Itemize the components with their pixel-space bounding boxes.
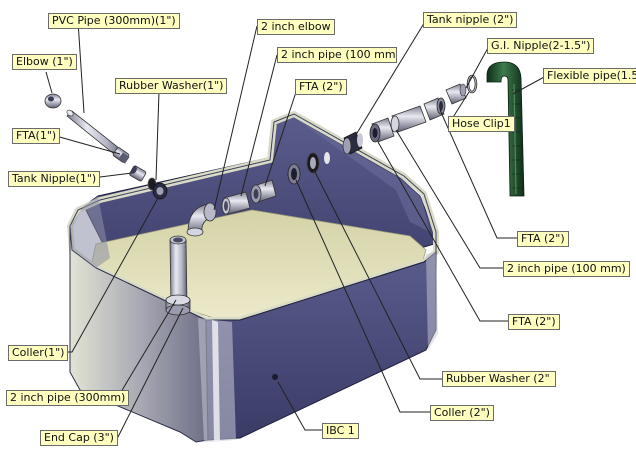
pipe-100-center-part: [221, 191, 251, 215]
one-inch-assembly: [44, 93, 168, 200]
label-pipe-100-right: 2 inch pipe (100 mm): [503, 261, 630, 277]
gi-nipple-part: [445, 83, 467, 105]
label-flexible-pipe: Flexible pipe(1.5': [543, 68, 636, 84]
label-hose-clip: Hose Clip1: [448, 116, 515, 132]
pipe-100-right-part: [390, 105, 427, 133]
label-fta-2-right: FTA (2"): [517, 231, 569, 247]
coller-1-part: [152, 182, 168, 200]
label-pipe-300: 2 inch pipe (300mm): [6, 390, 130, 406]
label-elbow-2: 2 inch elbow: [257, 19, 335, 35]
hose-clip-part: [466, 74, 478, 94]
end-cap-part: [165, 294, 191, 316]
coller-2-part: [287, 163, 301, 185]
fta-2-center-part: [250, 179, 277, 204]
label-elbow-1: Elbow (1"): [12, 54, 77, 70]
two-inch-center-assembly: [165, 152, 330, 316]
label-rubber-washer-2: Rubber Washer (2": [442, 371, 556, 387]
tank-nipple-2-part: [342, 131, 363, 155]
tank-drain-dot: [272, 374, 278, 380]
label-tank-nipple-1: Tank Nipple(1"): [8, 171, 101, 187]
label-fta-2-top: FTA (2"): [295, 79, 347, 95]
fta-1-part: [112, 147, 130, 164]
label-pvc-pipe: PVC Pipe (300mm)(1"): [48, 13, 180, 29]
label-tank-nipple-2: Tank nipple (2"): [423, 12, 518, 28]
outlet-assembly: [342, 61, 525, 197]
label-fta-1: FTA(1"): [12, 128, 61, 144]
label-coller-2: Coller (2"): [430, 405, 494, 421]
label-pipe-100-top: 2 inch pipe (100 mm: [277, 47, 397, 63]
fta-2-lower-part: [369, 117, 395, 143]
label-fta-2-lower: FTA (2"): [508, 314, 560, 330]
label-coller-1: Coller(1"): [8, 345, 69, 361]
flexible-pipe-part: [486, 61, 525, 197]
fta-2-right-part: [423, 97, 446, 121]
tank-right-inner-wall: [292, 116, 430, 232]
label-ibc: IBC 1: [322, 423, 359, 439]
label-rubber-washer-1: Rubber Washer(1"): [115, 78, 228, 94]
label-end-cap: End Cap (3"): [40, 430, 118, 446]
rubber-washer-2-part: [306, 152, 320, 174]
elbow-2-part: [186, 202, 217, 237]
label-gi-nipple: G.I. Nipple(2-1.5"): [487, 38, 595, 54]
tank-nipple-1-part: [129, 165, 147, 182]
pipe-300-part: [169, 235, 188, 307]
elbow-1-part: [44, 93, 62, 109]
